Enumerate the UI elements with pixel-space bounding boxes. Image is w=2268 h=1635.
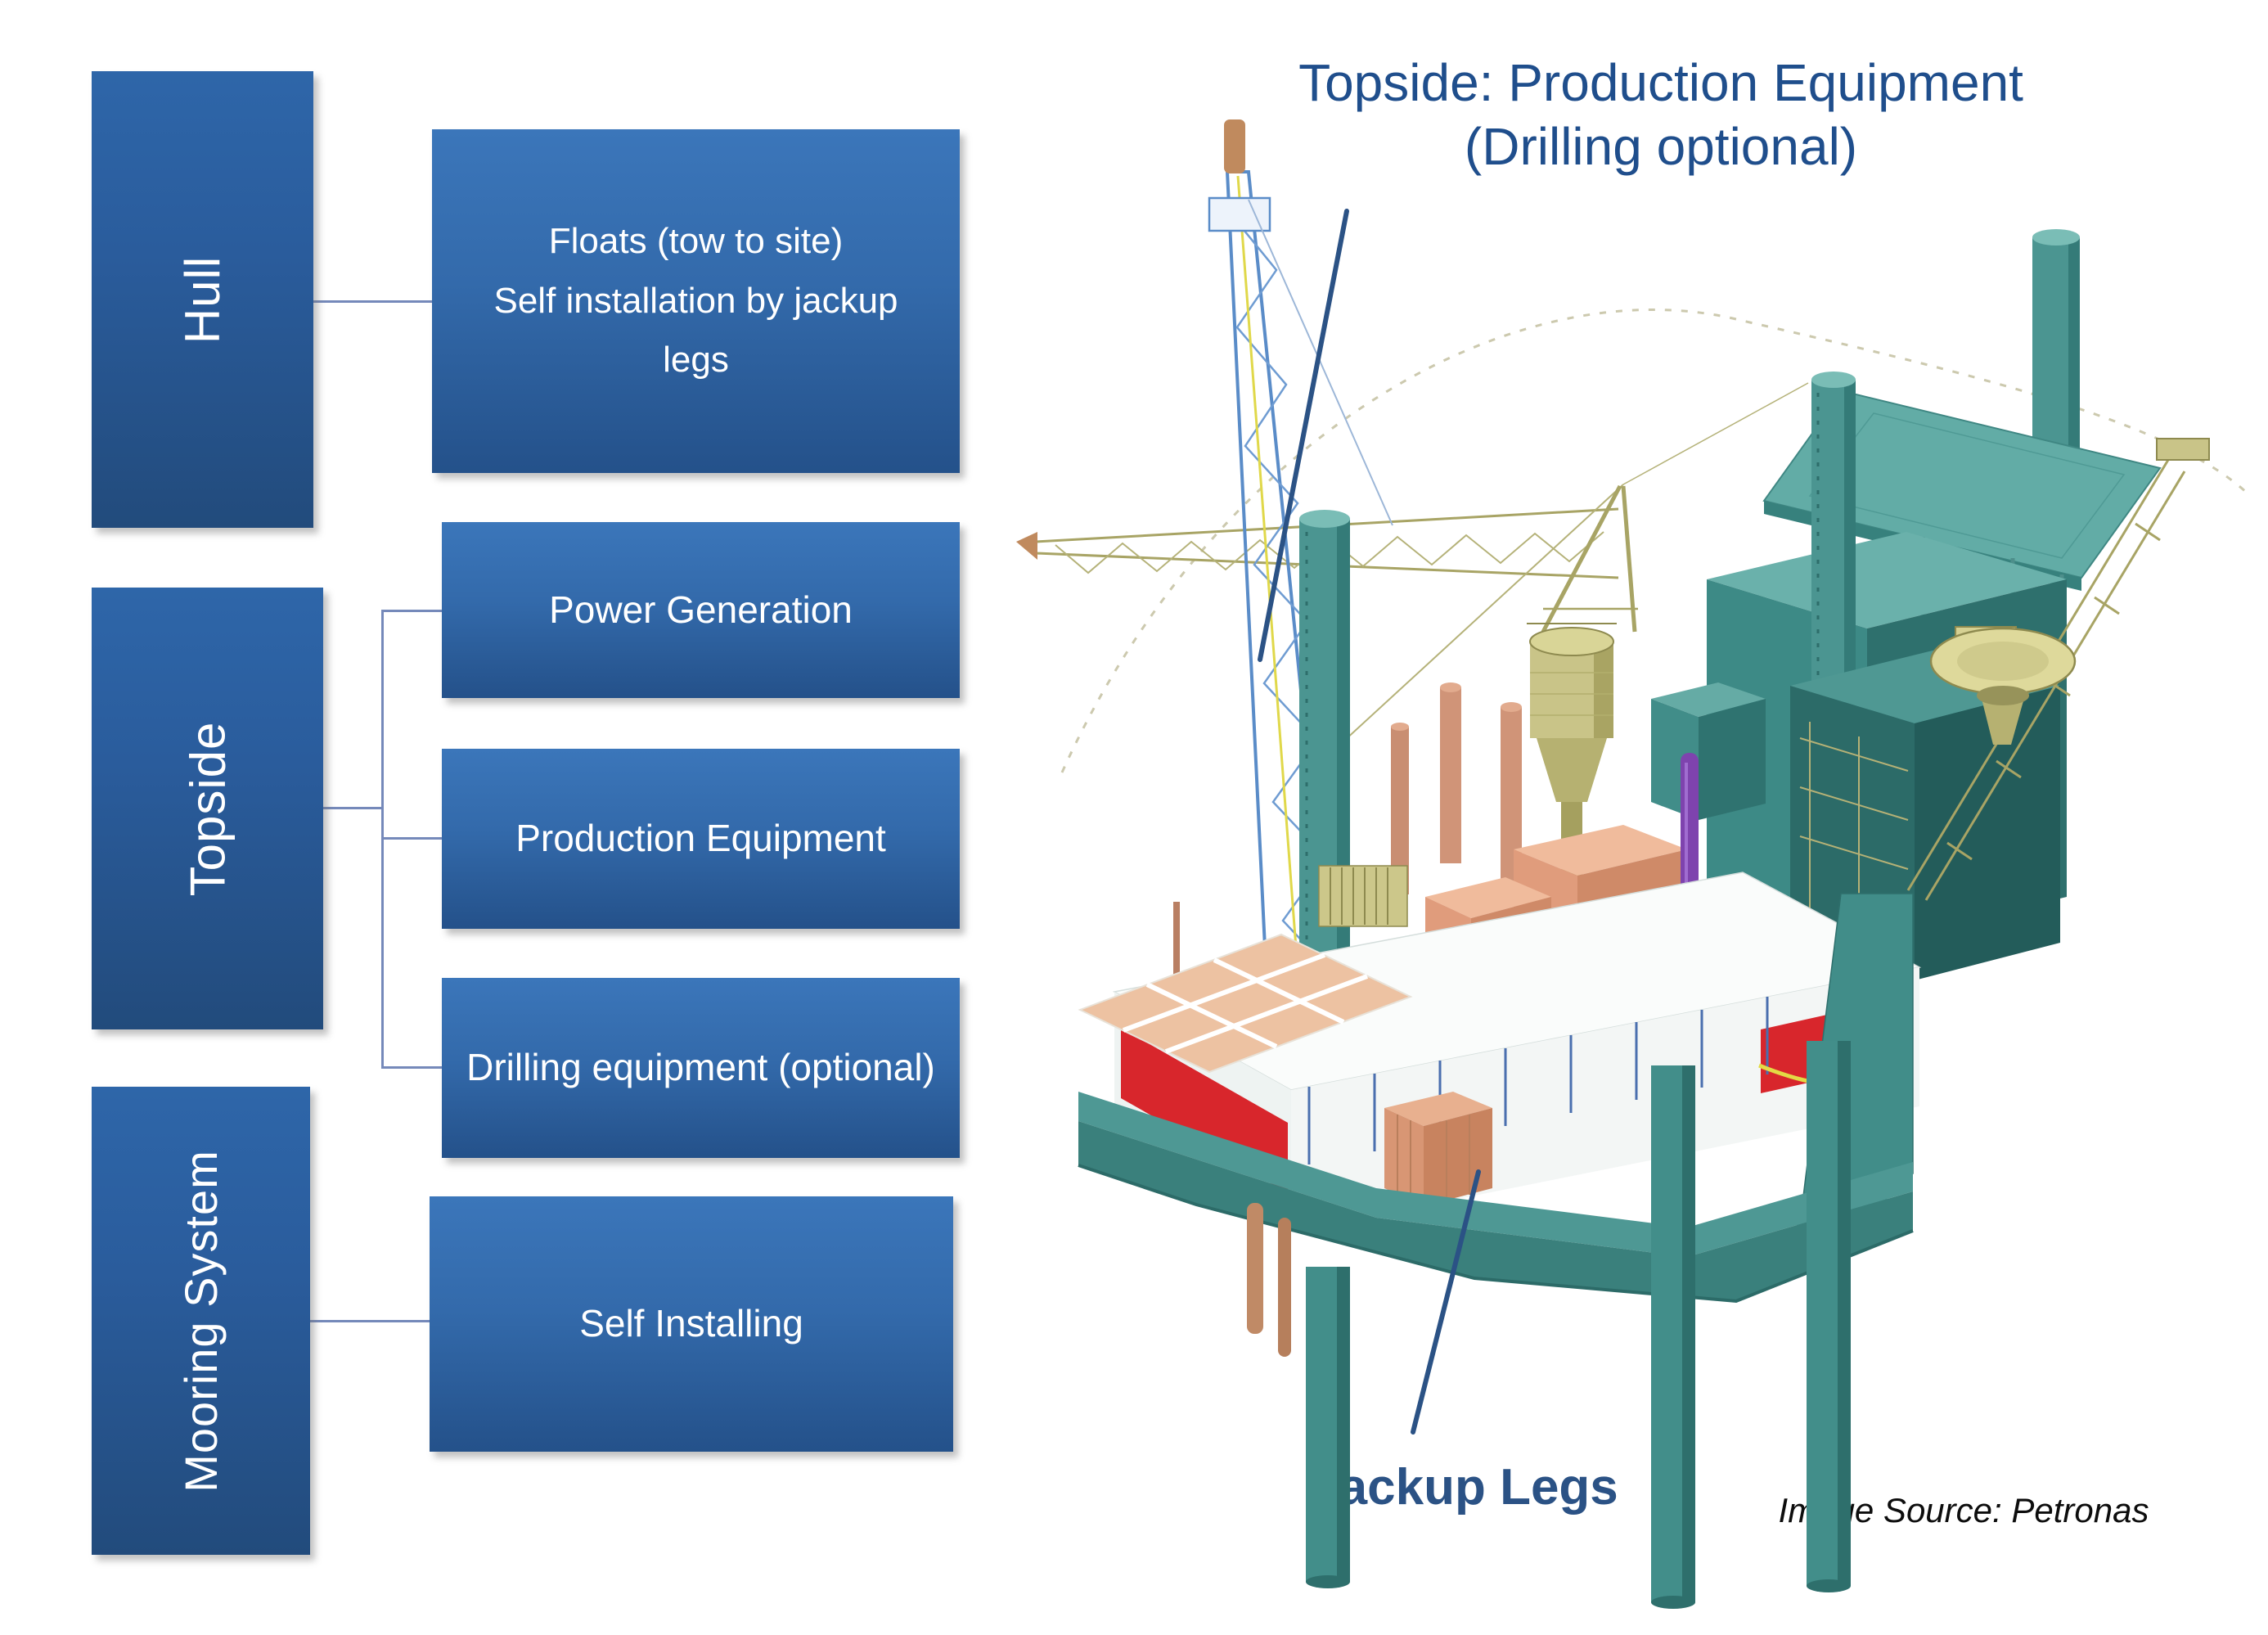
block-drilling-equipment-label: Drilling equipment (optional): [466, 1046, 935, 1089]
connector-drilling-equipment: [381, 1066, 442, 1069]
derrick-crane-icon: [1343, 382, 1809, 742]
jackup-leg-right-icon: [1807, 1041, 1851, 1592]
block-mooring-system-label: Mooring System: [175, 1149, 227, 1493]
block-power-generation: Power Generation: [442, 522, 960, 698]
block-production-equipment: Production Equipment: [442, 749, 960, 929]
platform-3d-render: [1016, 119, 2250, 1609]
block-hull-label: Hull: [174, 255, 230, 344]
jackup-leg-left-icon: [1306, 1267, 1350, 1588]
block-mooring-system: Mooring System: [92, 1087, 310, 1555]
hanging-pipe-icon: [1247, 1203, 1263, 1334]
connector-production-equipment: [381, 837, 442, 840]
block-self-installing-label: Self Installing: [579, 1302, 803, 1345]
jackup-legs-lower: [1247, 1041, 1851, 1609]
block-floats-line2: Self installation by jackup legs: [493, 280, 898, 381]
block-self-installing: Self Installing: [430, 1196, 953, 1452]
block-hull: Hull: [92, 71, 313, 528]
block-production-equipment-label: Production Equipment: [515, 817, 886, 860]
container-stack-icon: [1384, 1092, 1492, 1206]
jackup-leg-center-icon: [1651, 1065, 1695, 1609]
block-power-generation-label: Power Generation: [549, 588, 853, 631]
platform-title: Topside: Production Equipment (Drilling …: [1178, 51, 2144, 178]
block-drilling-equipment: Drilling equipment (optional): [442, 978, 960, 1158]
jackup-pointer-line: [1411, 1169, 1481, 1435]
pedestal-crane-icon: [1929, 626, 2077, 745]
topside-pointer-line: [1258, 209, 1349, 662]
connector-topside: [323, 807, 383, 809]
connector-mooring: [310, 1320, 430, 1322]
block-floats-line1: Floats (tow to site): [548, 221, 844, 262]
block-topside: Topside: [92, 588, 323, 1029]
block-topside-label: Topside: [180, 721, 235, 896]
connector-hull: [313, 300, 432, 303]
connector-power-generation: [381, 610, 442, 612]
platform-title-line2: (Drilling optional): [1464, 117, 1858, 177]
jackup-legs-label: Jackup Legs: [1311, 1459, 1618, 1516]
grid-platform-icon: [1078, 933, 1413, 1074]
topside-deck: [1078, 872, 1922, 1232]
block-floats: Floats (tow to site) Self installation b…: [432, 129, 960, 473]
hanging-pipe-icon: [1278, 1218, 1291, 1357]
platform-title-line1: Topside: Production Equipment: [1298, 53, 2023, 112]
